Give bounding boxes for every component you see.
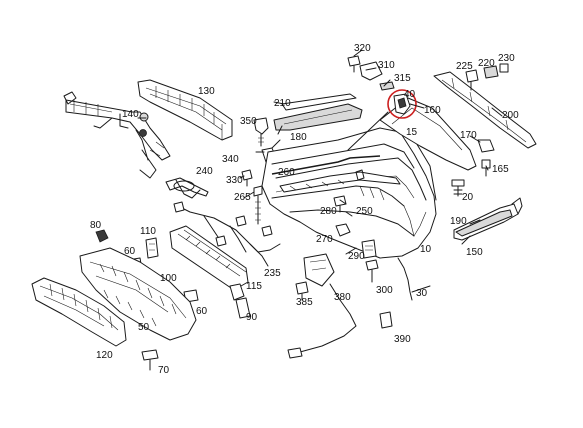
part-200-shape[interactable] [433, 71, 537, 149]
part-230-shape[interactable] [499, 63, 509, 73]
part-265-shape[interactable] [253, 185, 263, 225]
part-70-shape[interactable] [141, 349, 159, 371]
label-160[interactable]: 160 [424, 105, 441, 116]
part-170-shape[interactable] [477, 139, 495, 153]
part-210-shape[interactable] [281, 93, 357, 111]
part-385-shape[interactable] [295, 281, 309, 301]
leader-line-40 [347, 111, 389, 151]
part-180-shape[interactable] [273, 103, 363, 131]
label-50[interactable]: 50 [138, 322, 150, 333]
label-180[interactable]: 180 [290, 132, 307, 143]
label-320[interactable]: 320 [354, 43, 371, 54]
part-30-shape[interactable] [397, 257, 413, 301]
label-15[interactable]: 15 [406, 127, 418, 138]
part-270-shape[interactable] [335, 223, 351, 237]
label-300[interactable]: 300 [376, 285, 393, 296]
label-80[interactable]: 80 [90, 220, 102, 231]
label-225[interactable]: 225 [456, 61, 473, 72]
part-15-shape[interactable] [379, 97, 477, 171]
label-60b[interactable]: 60 [196, 306, 208, 317]
label-40[interactable]: 40 [404, 89, 416, 100]
label-330[interactable]: 330 [226, 175, 243, 186]
part-90-shape[interactable] [235, 297, 251, 319]
part-240-shape[interactable] [165, 177, 209, 199]
label-290[interactable]: 290 [348, 251, 365, 262]
part-320-shape[interactable] [347, 55, 361, 73]
label-90[interactable]: 90 [246, 312, 258, 323]
label-385[interactable]: 385 [296, 297, 313, 308]
label-310[interactable]: 310 [378, 60, 395, 71]
label-350[interactable]: 350 [240, 116, 257, 127]
label-270[interactable]: 270 [316, 234, 333, 245]
label-235[interactable]: 235 [264, 268, 281, 279]
label-70[interactable]: 70 [158, 365, 170, 376]
label-165[interactable]: 165 [492, 164, 509, 175]
part-220-shape[interactable] [483, 65, 499, 79]
part-250-shape[interactable] [355, 169, 365, 181]
leader-lines [137, 49, 503, 293]
highlight-circle [387, 89, 417, 119]
label-340[interactable]: 340 [222, 154, 239, 165]
label-60a[interactable]: 60 [124, 246, 136, 257]
label-190[interactable]: 190 [450, 216, 467, 227]
part-120-shape[interactable] [31, 277, 127, 347]
label-260[interactable]: 260 [278, 167, 295, 178]
label-380[interactable]: 380 [334, 292, 351, 303]
label-390[interactable]: 390 [394, 334, 411, 345]
part-260-shape[interactable] [279, 171, 401, 193]
part-140-shape[interactable] [63, 91, 171, 179]
part-330-shape[interactable] [241, 169, 253, 187]
label-110[interactable]: 110 [140, 226, 156, 237]
label-130[interactable]: 130 [198, 86, 215, 97]
part-235-shape[interactable] [173, 201, 281, 267]
part-10-shape[interactable] [261, 127, 437, 259]
part-380-shape[interactable] [287, 253, 357, 359]
label-20[interactable]: 20 [462, 192, 474, 203]
part-300-shape[interactable] [365, 259, 379, 283]
label-100[interactable]: 100 [160, 273, 177, 284]
part-80-shape[interactable] [95, 229, 109, 243]
label-230[interactable]: 230 [498, 53, 515, 64]
label-315[interactable]: 315 [394, 73, 411, 84]
part-50-shape[interactable] [79, 247, 197, 341]
part-290-shape[interactable] [361, 239, 377, 259]
label-10[interactable]: 10 [420, 244, 432, 255]
label-220[interactable]: 220 [478, 58, 495, 69]
part-100-shape[interactable] [169, 225, 249, 291]
label-200[interactable]: 200 [502, 110, 519, 121]
label-280[interactable]: 280 [320, 206, 337, 217]
label-170[interactable]: 170 [460, 130, 477, 141]
label-265[interactable]: 265 [234, 192, 251, 203]
part-labels: 320 310 315 40 160 15 225 220 230 200 17… [90, 43, 519, 376]
label-250[interactable]: 250 [356, 206, 373, 217]
label-150[interactable]: 150 [466, 247, 483, 258]
label-30[interactable]: 30 [416, 288, 428, 299]
part-150-shape[interactable] [453, 197, 523, 241]
label-115[interactable]: 115 [246, 281, 262, 292]
label-120[interactable]: 120 [96, 350, 113, 361]
label-210[interactable]: 210 [274, 98, 291, 109]
label-140[interactable]: 140 [122, 109, 139, 120]
part-130-shape[interactable] [137, 79, 233, 141]
label-240[interactable]: 240 [196, 166, 213, 177]
part-390-shape[interactable] [379, 311, 393, 329]
part-110-shape[interactable] [145, 237, 159, 259]
part-165-shape[interactable] [481, 159, 491, 177]
part-350-shape[interactable] [253, 117, 269, 147]
part-40-shape[interactable] [387, 89, 417, 119]
part-20-shape[interactable] [451, 179, 465, 197]
part-310-shape[interactable] [359, 61, 383, 81]
part-225-shape[interactable] [465, 69, 479, 91]
